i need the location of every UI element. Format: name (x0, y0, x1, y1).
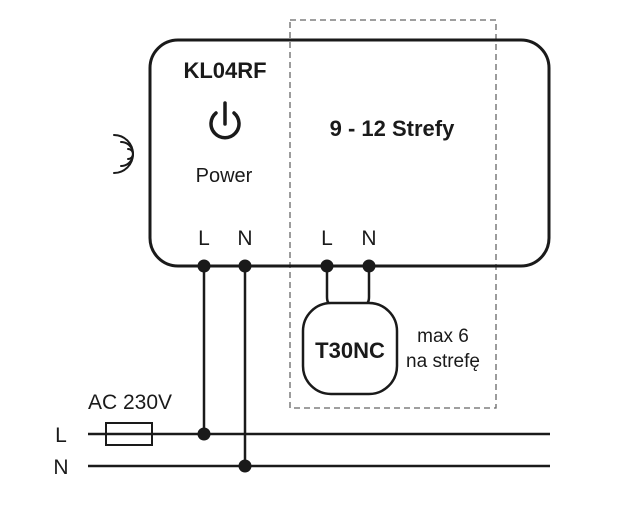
terminal-dot-zone-n (362, 259, 376, 273)
supply-line-l-label: L (55, 424, 67, 447)
power-label: Power (196, 165, 253, 187)
junction-dot-l (197, 427, 211, 441)
terminal-label-main-l: L (198, 227, 210, 250)
power-icon (209, 101, 241, 140)
controller-box (148, 38, 551, 268)
zones-label: 9 - 12 Strefy (330, 116, 455, 141)
terminal-dot-zone-l (320, 259, 334, 273)
actuator-name: T30NC (315, 338, 385, 363)
actuator-note-line1: max 6 (417, 326, 469, 347)
terminal-label-main-n: N (237, 227, 252, 250)
supply-line-n-label: N (53, 456, 68, 479)
actuator-note-line2: na strefę (406, 351, 480, 372)
wireless-signal-icon (113, 134, 134, 174)
actuator-t30nc (301, 301, 399, 396)
terminal-label-zone-l: L (321, 227, 333, 250)
terminal-dot-main-l (197, 259, 211, 273)
terminal-label-zone-n: N (361, 227, 376, 250)
supply-voltage-label: AC 230V (88, 391, 172, 414)
terminal-dot-main-n (238, 259, 252, 273)
device-model: KL04RF (183, 58, 266, 83)
junction-dot-n (238, 459, 252, 473)
zone-dashed-frame (289, 19, 497, 409)
